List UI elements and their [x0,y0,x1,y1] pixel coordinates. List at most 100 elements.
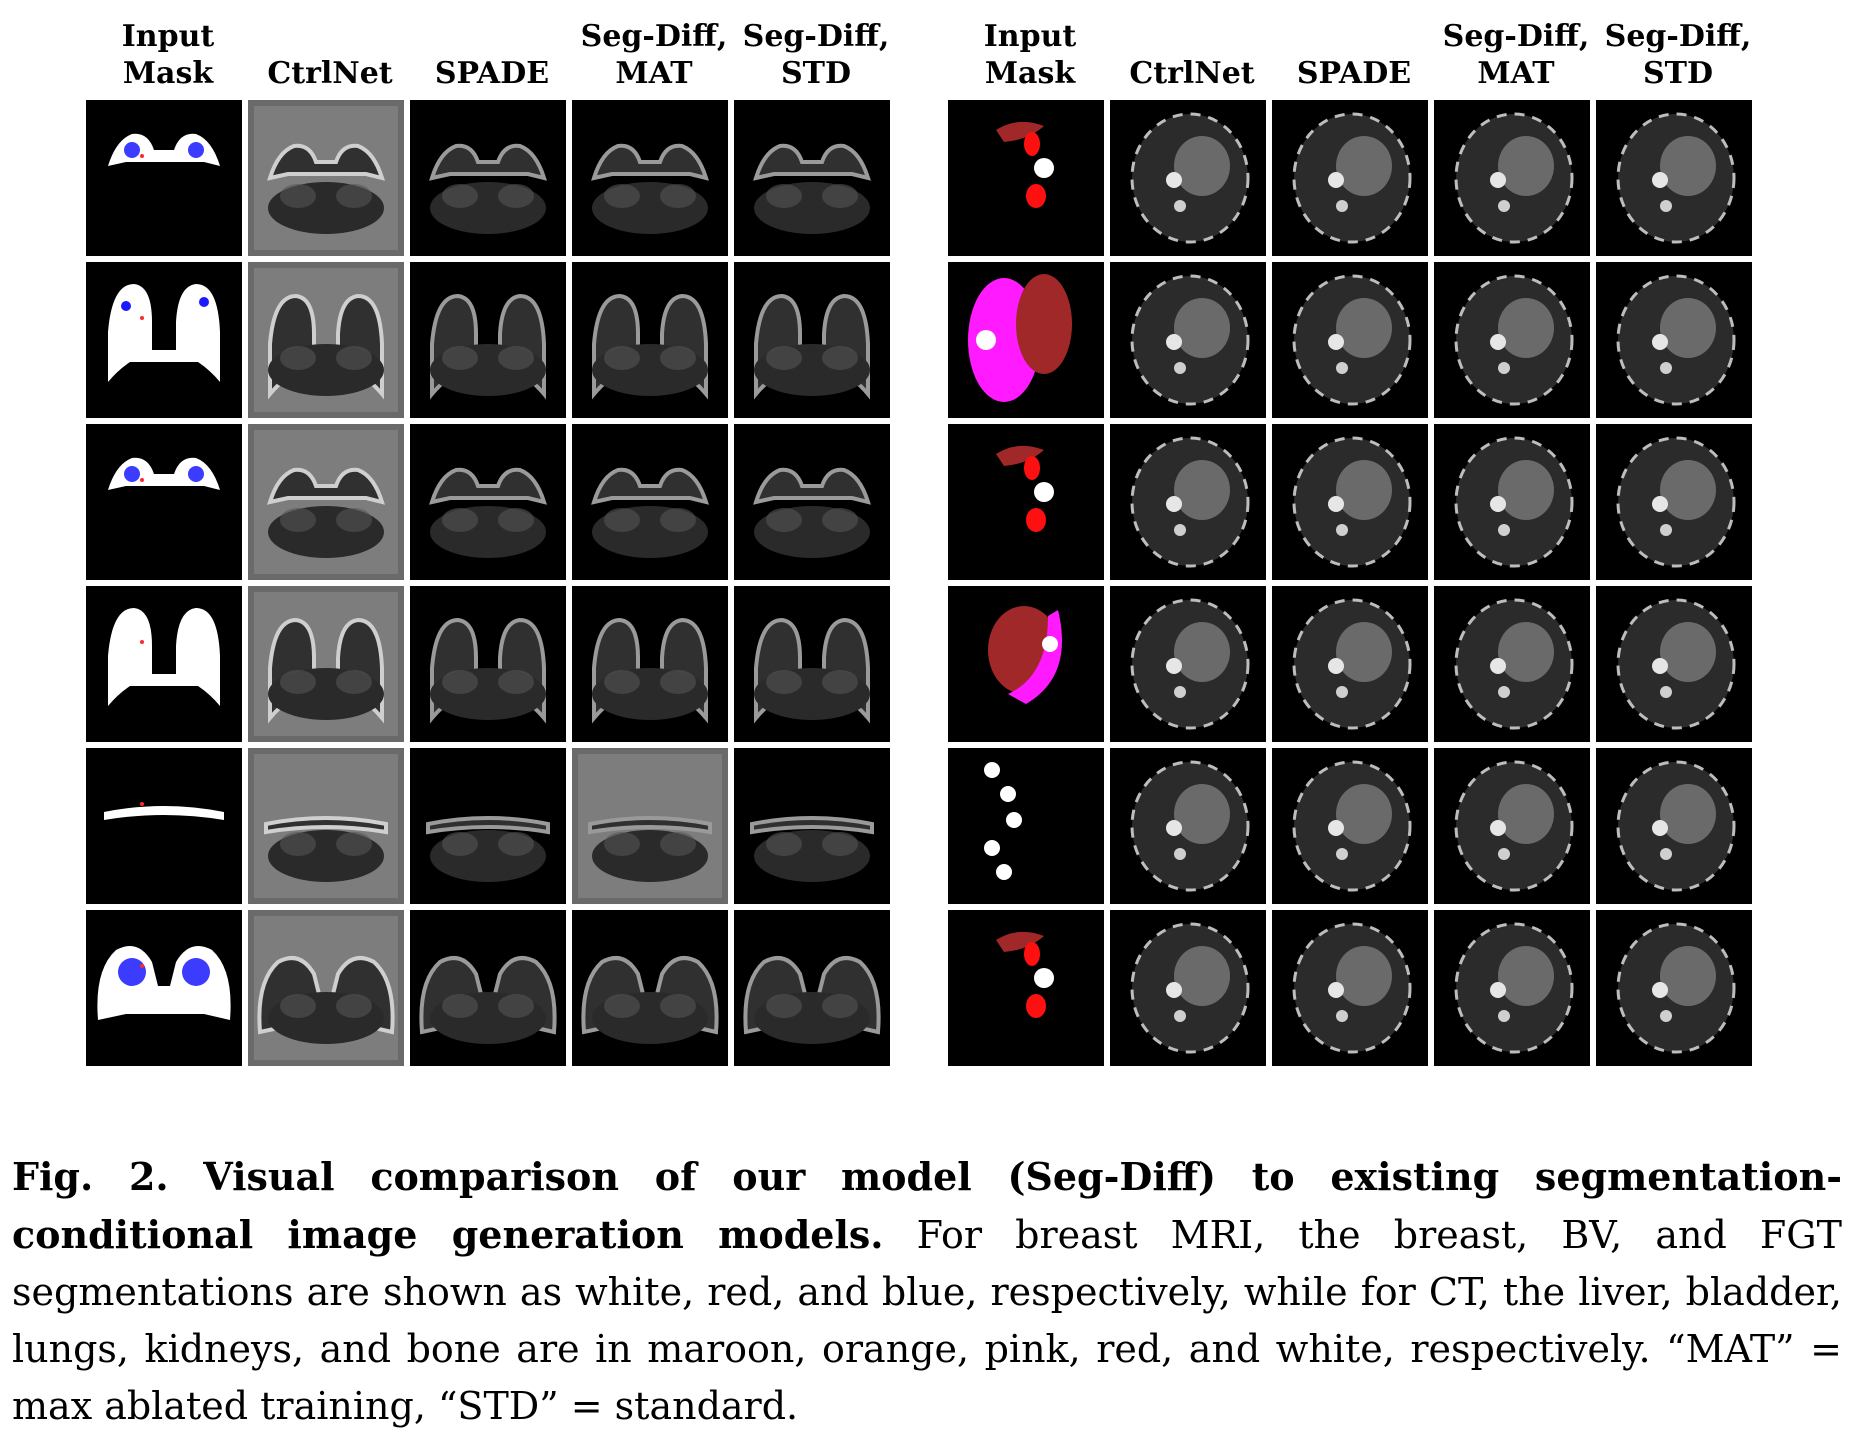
tile-image [1292,274,1412,406]
ct-row-1-segdiff-std [1596,100,1752,256]
tile-image [1130,274,1250,406]
tile-image [1130,436,1250,568]
tile-image [1292,436,1412,568]
breast-mri-row-1-input-mask [86,100,242,256]
breast-mri-row-1-segdiff-mat [572,100,728,256]
figure-caption: Fig. 2. Visual comparison of our model (… [12,1148,1842,1435]
tile-image [572,748,728,904]
breast-mri-row-1-spade [410,100,566,256]
breast-mri-row-2-ctrlnet [248,262,404,418]
tile-image [1616,112,1736,244]
breast-mri-row-1-ctrlnet [248,100,404,256]
breast-mri-row-4-segdiff-std [734,586,890,742]
breast-mri-row-3-spade [410,424,566,580]
tile-image [1454,436,1574,568]
caption-label: Fig. 2. [12,1154,169,1199]
ct-row-1-spade [1272,100,1428,256]
breast-mri-row-3-input-mask [86,424,242,580]
tile-image [996,445,1054,532]
breast-mri-row-2-segdiff-mat [572,262,728,418]
ct-row-3-spade [1272,424,1428,580]
ct-row-1-ctrlnet [1110,100,1266,256]
tile-image [996,121,1054,208]
tile-image [248,424,404,580]
ct-row-2-segdiff-std [1596,262,1752,418]
tile-image [988,606,1062,704]
breast-mri-row-3-ctrlnet [248,424,404,580]
tile-image [1292,760,1412,892]
ct-row-3-input-mask [948,424,1104,580]
col-header-segdiff-mat: Seg-Diff, MAT [580,19,728,91]
ct-row-3-segdiff-mat [1434,424,1590,580]
tile-image [108,133,220,166]
ct-row-3-segdiff-std [1596,424,1752,580]
tile-image [248,586,404,742]
breast-mri-row-5-input-mask [86,748,242,904]
tile-image [996,931,1054,1018]
tile-image [97,946,231,1020]
tile-image [1292,112,1412,244]
ct-row-5-spade [1272,748,1428,904]
breast-mri-row-6-segdiff-std [734,910,890,1066]
tile-image [1454,274,1574,406]
tile-image [248,910,404,1066]
tile-image [753,143,871,234]
breast-mri-row-5-spade [410,748,566,904]
tile-image [581,956,719,1044]
ct-row-4-spade [1272,586,1428,742]
tile-image [592,293,708,400]
col-header-ctrlnet: CtrlNet [1129,56,1255,91]
breast-mri-row-6-ctrlnet [248,910,404,1066]
breast-mri-row-2-spade [410,262,566,418]
col-header-spade: SPADE [434,56,550,91]
tile-image [108,284,220,382]
ct-row-2-ctrlnet [1110,262,1266,418]
tile-image [108,457,220,490]
caption-title: Visual comparison of our model (Seg-Diff… [12,1154,1842,1257]
tile-image [743,956,881,1044]
col-header-ctrlnet: CtrlNet [267,56,393,91]
ct-row-5-input-mask [948,748,1104,904]
tile-image [426,816,550,882]
ct-row-4-ctrlnet [1110,586,1266,742]
tile-image [1292,922,1412,1054]
col-header-spade: SPADE [1296,56,1412,91]
breast-mri-row-6-segdiff-mat [572,910,728,1066]
breast-mri-row-4-input-mask [86,586,242,742]
ct-row-6-ctrlnet [1110,910,1266,1066]
breast-mri-row-2-segdiff-std [734,262,890,418]
tile-image [1454,760,1574,892]
tile-image [1616,274,1736,406]
tile-image [1616,598,1736,730]
tile-image [984,762,1022,880]
breast-mri-row-5-segdiff-std [734,748,890,904]
breast-mri-row-1-segdiff-std [734,100,890,256]
col-header-segdiff-std: Seg-Diff, STD [742,19,890,91]
tile-image [430,617,546,724]
tile-image [1616,760,1736,892]
col-header-input-mask: Input Mask [983,19,1077,91]
ct-row-4-input-mask [948,586,1104,742]
breast-mri-row-5-ctrlnet [248,748,404,904]
ct-row-5-segdiff-mat [1434,748,1590,904]
tile-image [1454,112,1574,244]
tile-image [754,617,870,724]
tile-image [1130,598,1250,730]
ct-row-6-segdiff-mat [1434,910,1590,1066]
tile-image [1616,922,1736,1054]
breast-mri-row-3-segdiff-mat [572,424,728,580]
breast-mri-row-6-spade [410,910,566,1066]
ct-row-4-segdiff-mat [1434,586,1590,742]
col-header-segdiff-mat: Seg-Diff, MAT [1442,19,1590,91]
breast-mri-row-6-input-mask [86,910,242,1066]
ct-row-6-input-mask [948,910,1104,1066]
ct-row-6-spade [1272,910,1428,1066]
ct-row-5-ctrlnet [1110,748,1266,904]
ct-row-4-segdiff-std [1596,586,1752,742]
tile-image [104,802,224,820]
breast-mri-row-4-segdiff-mat [572,586,728,742]
caption-body: For breast MRI, the breast, BV, and FGT … [12,1213,1842,1428]
tile-image [754,293,870,400]
tile-image [968,274,1072,402]
col-header-segdiff-std: Seg-Diff, STD [1604,19,1752,91]
